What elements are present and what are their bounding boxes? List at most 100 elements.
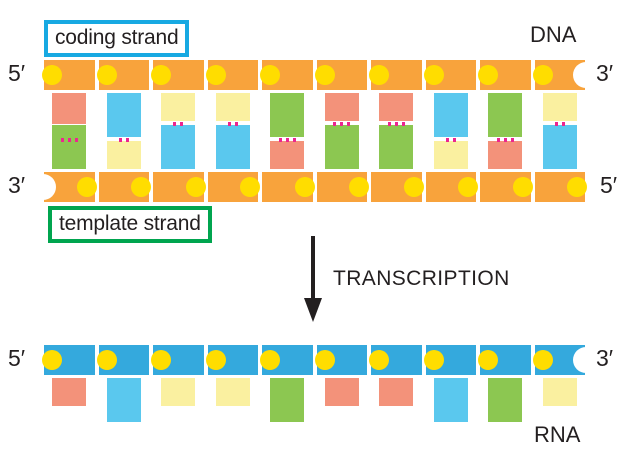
template-strand-label: template strand xyxy=(48,206,212,243)
hydrogen-bonds xyxy=(227,122,238,126)
coding-strand-label: coding strand xyxy=(44,20,190,57)
template-strand-base xyxy=(487,140,524,170)
hydrogen-bond-line xyxy=(394,122,398,126)
phosphate-circle-icon xyxy=(260,350,280,370)
hydrogen-bond-line xyxy=(227,122,231,126)
rna-base xyxy=(160,377,197,407)
hydrogen-bonds xyxy=(278,138,296,142)
coding-strand-base xyxy=(160,92,197,122)
phosphate-circle-icon xyxy=(314,350,335,370)
phosphate-circle-icon xyxy=(349,177,369,197)
hydrogen-bonds xyxy=(60,138,78,142)
coding-strand-base xyxy=(105,92,142,138)
rna-base xyxy=(323,377,360,407)
rna-base xyxy=(541,377,578,407)
dna-template-strand-backbone xyxy=(42,172,587,202)
transcription-arrow-icon xyxy=(304,236,322,322)
hydrogen-bond-line xyxy=(292,138,296,142)
hydrogen-bond-line xyxy=(452,138,456,142)
rna-base xyxy=(105,377,142,423)
hydrogen-bond-line xyxy=(554,122,558,126)
phosphate-circle-icon xyxy=(314,65,335,85)
phosphate-circle-icon xyxy=(532,65,553,85)
rna-base xyxy=(432,377,469,423)
phosphate-circle-icon xyxy=(403,177,424,197)
phosphate-circle-icon xyxy=(76,177,97,197)
coding-strand-base xyxy=(51,92,88,138)
hydrogen-bond-line xyxy=(496,138,500,142)
rna-left-end-label: 5′ xyxy=(8,345,26,371)
phosphate-circle-icon xyxy=(369,350,389,370)
phosphate-circle-icon xyxy=(42,350,62,370)
hydrogen-bond-line xyxy=(401,122,405,126)
hydrogen-bond-line xyxy=(445,138,449,142)
hydrogen-bond-line xyxy=(503,138,507,142)
hydrogen-bond-line xyxy=(60,138,64,142)
template-strand-base xyxy=(541,124,578,170)
phosphate-circle-icon xyxy=(294,177,315,197)
hydrogen-bond-line xyxy=(510,138,514,142)
hydrogen-bond-line xyxy=(67,138,71,142)
rna-backbone xyxy=(42,345,587,375)
transcription-label: TRANSCRIPTION xyxy=(333,267,510,290)
rna-base xyxy=(51,377,88,407)
hydrogen-bond-line xyxy=(118,138,122,142)
phosphate-circle-icon xyxy=(96,350,117,370)
phosphate-circle-icon xyxy=(96,65,117,85)
rna-base xyxy=(214,377,251,407)
phosphate-circle-icon xyxy=(478,350,498,370)
template-strand-base xyxy=(323,124,360,170)
rna-title: RNA xyxy=(534,422,581,447)
coding-strand-base xyxy=(214,92,251,122)
dna-top-left-end-label: 5′ xyxy=(8,60,26,86)
hydrogen-bond-line xyxy=(340,122,344,126)
phosphate-circle-icon xyxy=(478,65,498,85)
hydrogen-bond-line xyxy=(278,138,282,142)
template-strand-base xyxy=(269,140,306,170)
rna-base xyxy=(487,377,524,423)
rna-right-end-label: 3′ xyxy=(596,345,614,371)
coding-strand-base xyxy=(432,92,469,138)
phosphate-circle-icon xyxy=(423,65,444,85)
coding-strand-base xyxy=(269,92,306,138)
hydrogen-bonds xyxy=(496,138,514,142)
phosphate-circle-icon xyxy=(240,177,260,197)
rna-base xyxy=(378,377,415,407)
coding-strand-base xyxy=(487,92,524,138)
hydrogen-bond-line xyxy=(234,122,238,126)
template-strand-base xyxy=(378,124,415,170)
phosphate-circle-icon xyxy=(423,350,444,370)
phosphate-circle-icon xyxy=(205,350,226,370)
hydrogen-bond-line xyxy=(125,138,129,142)
hydrogen-bonds xyxy=(445,138,456,142)
dna-top-right-end-label: 3′ xyxy=(596,60,614,86)
template-strand-base xyxy=(105,140,142,170)
hydrogen-bond-line xyxy=(173,122,177,126)
phosphate-circle-icon xyxy=(512,177,533,197)
hydrogen-bond-line xyxy=(347,122,351,126)
hydrogen-bond-line xyxy=(180,122,184,126)
template-strand-label-text: template strand xyxy=(59,212,201,235)
template-strand-base xyxy=(214,124,251,170)
hydrogen-bond-line xyxy=(561,122,565,126)
hydrogen-bond-line xyxy=(333,122,337,126)
phosphate-circle-icon xyxy=(131,177,151,197)
phosphate-circle-icon xyxy=(42,65,62,85)
hydrogen-bonds xyxy=(173,122,184,126)
coding-strand-base xyxy=(378,92,415,122)
phosphate-circle-icon xyxy=(185,177,206,197)
template-strand-base xyxy=(432,140,469,170)
hydrogen-bond-line xyxy=(387,122,391,126)
rna-base xyxy=(269,377,306,423)
phosphate-circle-icon xyxy=(151,350,171,370)
phosphate-circle-icon xyxy=(567,177,587,197)
dna-bottom-left-end-label: 3′ xyxy=(8,172,26,198)
phosphate-circle-icon xyxy=(532,350,553,370)
dna-coding-strand-backbone xyxy=(42,60,587,90)
coding-strand-label-text: coding strand xyxy=(55,26,179,49)
phosphate-circle-icon xyxy=(369,65,389,85)
template-strand-base xyxy=(51,124,88,170)
phosphate-circle-icon xyxy=(260,65,280,85)
hydrogen-bond-line xyxy=(285,138,289,142)
dna-title: DNA xyxy=(530,22,577,47)
